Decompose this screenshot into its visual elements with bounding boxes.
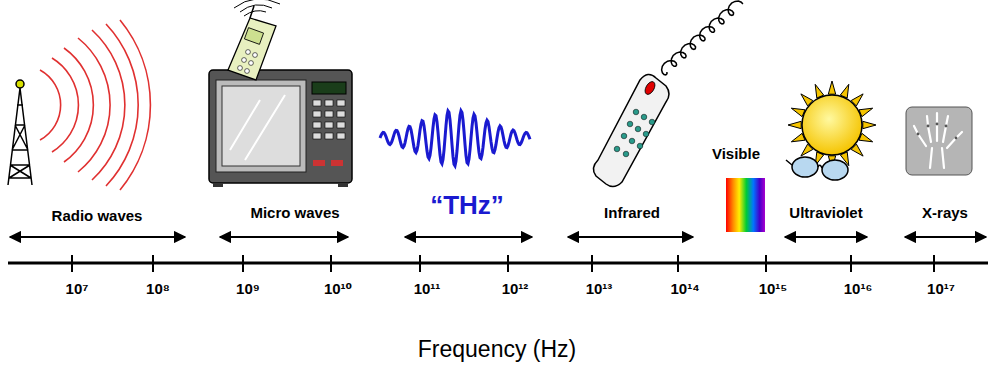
range-label: Visible bbox=[712, 146, 760, 161]
sun bbox=[788, 81, 876, 169]
tick-label: 10⁸ bbox=[146, 281, 170, 296]
radio-tower bbox=[8, 80, 32, 185]
tick-label: 10¹³ bbox=[586, 281, 613, 296]
visible-spectrum-bar bbox=[726, 178, 765, 232]
range-arrows bbox=[10, 236, 986, 238]
tick-label: 10⁹ bbox=[236, 281, 260, 296]
tick-label: 10¹⁶ bbox=[844, 281, 873, 296]
sunglasses bbox=[786, 157, 848, 180]
range-label: Radio waves bbox=[52, 208, 143, 223]
range-label: Infrared bbox=[604, 205, 660, 220]
microwave-oven bbox=[209, 70, 352, 187]
xray-hand bbox=[906, 107, 972, 175]
axis-line bbox=[8, 262, 988, 265]
infrared-beam-spring bbox=[662, 1, 743, 75]
tick-label: 10¹⁵ bbox=[759, 281, 788, 296]
radio-wave-arcs bbox=[40, 20, 150, 190]
range-label: “THz” bbox=[430, 192, 504, 218]
terahertz-wave bbox=[380, 111, 530, 166]
sun-ray bbox=[828, 81, 835, 94]
tick-label: 10¹⁷ bbox=[927, 281, 955, 296]
tick-label: 10¹⁴ bbox=[670, 281, 699, 296]
tick-label: 10⁷ bbox=[66, 281, 89, 296]
range-label: Ultraviolet bbox=[789, 205, 862, 220]
axis-title: Frequency (Hz) bbox=[418, 338, 576, 361]
range-label: X-rays bbox=[922, 205, 968, 220]
range-label: Micro waves bbox=[250, 205, 339, 220]
tick-label: 10¹⁰ bbox=[324, 281, 352, 296]
mobile-phone bbox=[228, 0, 280, 80]
axis-ticks bbox=[72, 255, 934, 272]
tick-label: 10¹² bbox=[502, 281, 529, 296]
remote-control bbox=[593, 74, 669, 186]
tick-label: 10¹¹ bbox=[414, 281, 441, 296]
sun-ray bbox=[863, 121, 876, 128]
sun-ray bbox=[788, 121, 801, 128]
